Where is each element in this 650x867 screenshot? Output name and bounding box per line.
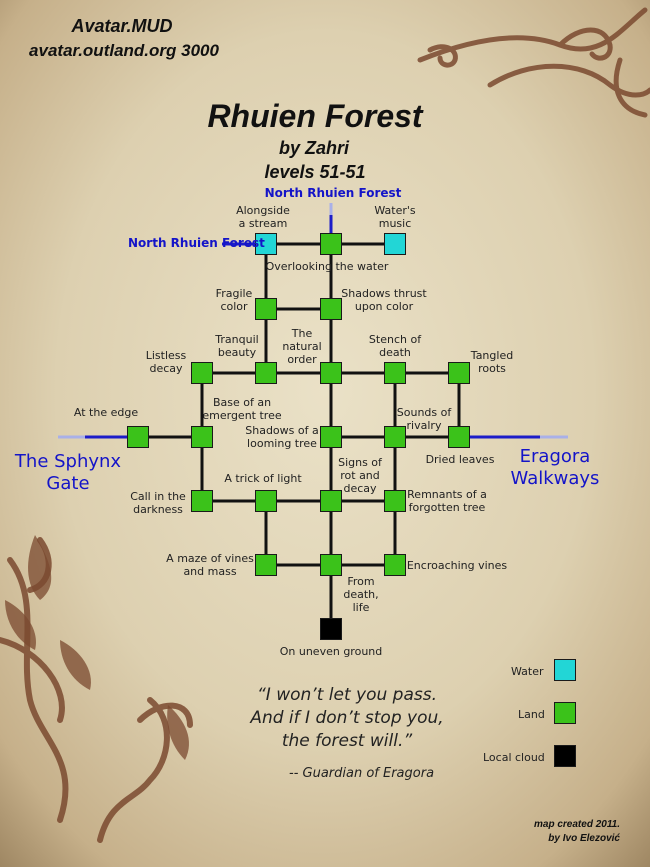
credits-line-1: map created 2011. xyxy=(534,819,620,830)
room-label-alongside-stream: Alongside a stream xyxy=(236,204,290,230)
room-sounds-of-rivalry xyxy=(384,426,406,448)
room-dried-leaves xyxy=(448,426,470,448)
left-flourish-leaves xyxy=(5,535,189,760)
room-fragile-color xyxy=(255,298,277,320)
room-label-maze-of-vines: A maze of vines and mass xyxy=(166,552,254,578)
legend-water-swatch xyxy=(554,659,576,681)
room-label-rot-and-decay: Signs of rot and decay xyxy=(338,456,382,495)
room-tranquil-beauty xyxy=(255,362,277,384)
room-center-bottom xyxy=(320,554,342,576)
room-label-waters-music: Water's music xyxy=(374,204,416,230)
room-label-overlooking-water: Overlooking the water xyxy=(265,260,389,273)
legend-local-cloud-label: Local cloud xyxy=(483,751,545,764)
room-label-shadows-thrust: Shadows thrust upon color xyxy=(341,287,427,313)
quote-line-1: “I won’t let you pass. xyxy=(257,685,437,705)
area-title: Rhuien Forest xyxy=(207,98,423,134)
room-label-uneven-ground: On uneven ground xyxy=(279,645,383,658)
room-waters-music xyxy=(384,233,406,255)
mud-address: avatar.outland.org 3000 xyxy=(29,41,219,60)
room-maze-of-vines xyxy=(255,554,277,576)
legend-land-swatch xyxy=(554,702,576,724)
credits: map created 2011. by Ivo Elezović xyxy=(534,818,620,846)
room-label-listless-decay: Listless decay xyxy=(145,349,187,375)
room-label-tangled-roots: Tangled roots xyxy=(470,349,514,375)
room-uneven-ground xyxy=(320,618,342,640)
exit-north-top-label: North Rhuien Forest xyxy=(264,186,402,200)
room-label-sounds-of-rivalry: Sounds of rivalry xyxy=(396,406,452,432)
room-listless-decay xyxy=(191,362,213,384)
room-label-tranquil-beauty: Tranquil beauty xyxy=(215,333,259,359)
exit-west-label: The Sphynx Gate xyxy=(14,451,122,494)
room-emergent-tree xyxy=(191,426,213,448)
room-stench-of-death xyxy=(384,362,406,384)
room-label-encroaching-vines: Encroaching vines xyxy=(406,559,508,572)
room-shadows-looming xyxy=(320,426,342,448)
credits-line-2: by Ivo Elezović xyxy=(548,833,620,844)
legend-local-cloud-swatch xyxy=(554,745,576,767)
exit-north-left-label: North Rhuien Forest xyxy=(128,236,265,250)
quote-line-2: And if I don’t stop you, xyxy=(250,708,444,728)
room-forgotten-tree xyxy=(384,490,406,512)
room-rot-and-decay xyxy=(320,490,342,512)
room-label-forgotten-tree: Remnants of a forgotten tree xyxy=(407,488,487,514)
exit-east-label: Eragora Walkways xyxy=(510,446,600,489)
room-label-trick-of-light: A trick of light xyxy=(224,472,302,485)
room-label-emergent-tree: Base of an emergent tree xyxy=(202,396,282,422)
room-call-in-darkness xyxy=(191,490,213,512)
room-label-shadows-looming: Shadows of a looming tree xyxy=(245,424,319,450)
room-natural-order xyxy=(320,362,342,384)
room-overlooking-water xyxy=(320,233,342,255)
room-tangled-roots xyxy=(448,362,470,384)
room-label-natural-order: The natural order xyxy=(282,327,322,366)
area-levels: levels 51-51 xyxy=(264,162,366,182)
room-shadows-thrust xyxy=(320,298,342,320)
left-flourish-ornament xyxy=(0,537,193,843)
quote-line-3: the forest will.” xyxy=(281,731,413,751)
room-label-fragile-color: Fragile color xyxy=(215,287,253,313)
quote-block: “I won’t let you pass. And if I don’t st… xyxy=(217,684,477,753)
room-trick-of-light xyxy=(255,490,277,512)
mud-name: Avatar.MUD xyxy=(71,16,173,36)
room-encroaching-vines xyxy=(384,554,406,576)
room-label-at-the-edge: At the edge xyxy=(73,406,139,419)
room-label-call-in-darkness: Call in the darkness xyxy=(130,490,186,516)
room-at-the-edge xyxy=(127,426,149,448)
room-label-dried-leaves: Dried leaves xyxy=(425,453,495,466)
area-author: by Zahri xyxy=(278,138,350,158)
legend-land-label: Land xyxy=(518,708,545,721)
room-alongside-stream xyxy=(255,233,277,255)
legend-water-label: Water xyxy=(511,665,544,678)
quote-attribution: -- Guardian of Eragora xyxy=(289,766,435,781)
room-label-from-death-life: From death, life xyxy=(343,575,379,614)
top-right-scroll-ornament xyxy=(417,7,650,118)
room-label-stench-of-death: Stench of death xyxy=(368,333,422,359)
